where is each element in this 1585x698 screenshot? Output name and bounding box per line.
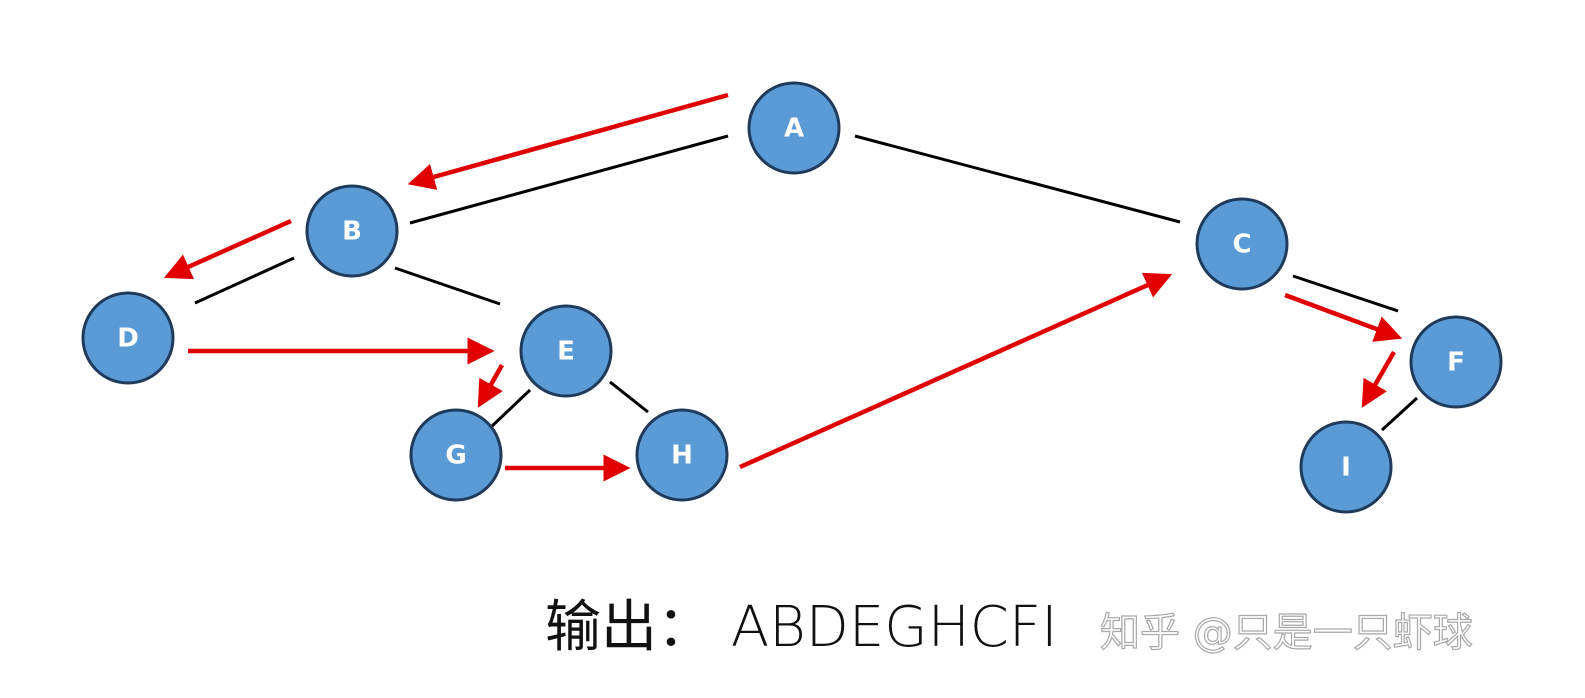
- node-h: H: [635, 408, 729, 502]
- output-prefix: 输出：: [545, 595, 713, 660]
- node-e-label: E: [557, 337, 575, 367]
- node-c-circle: [1195, 197, 1289, 291]
- node-i-circle: [1299, 420, 1393, 514]
- node-e: E: [519, 304, 613, 398]
- output-line: 输出： ABDEGHCFI: [545, 582, 1058, 663]
- node-e-circle: [519, 304, 613, 398]
- arrow-c-to-f: [1284, 292, 1403, 342]
- output-sequence: ABDEGHCFI: [730, 595, 1058, 660]
- node-d-label: D: [117, 324, 139, 354]
- edge-b-d: [194, 256, 295, 305]
- node-c: C: [1195, 197, 1289, 291]
- edge-e-h: [609, 380, 649, 414]
- tree-nodes: A B C D E F G H I: [81, 81, 1503, 514]
- node-h-label: H: [671, 441, 693, 471]
- node-a: A: [747, 81, 841, 175]
- edge-b-e: [394, 266, 501, 306]
- node-f-circle: [1409, 315, 1503, 409]
- node-f-label: F: [1447, 348, 1465, 378]
- node-b-circle: [305, 184, 399, 278]
- edge-c-f: [1292, 274, 1399, 313]
- arrow-f-to-i: [1361, 350, 1396, 408]
- arrow-e-to-g: [477, 363, 504, 408]
- node-a-label: A: [784, 114, 804, 144]
- node-b: B: [305, 184, 399, 278]
- node-i-label: I: [1341, 453, 1351, 483]
- tree-edges: [194, 134, 1419, 432]
- node-g-label: G: [445, 441, 466, 471]
- node-c-label: C: [1232, 230, 1251, 260]
- node-d-circle: [81, 291, 175, 385]
- node-h-circle: [635, 408, 729, 502]
- arrow-h-to-c: [739, 272, 1173, 470]
- node-g: G: [409, 408, 503, 502]
- edge-a-b: [409, 134, 729, 225]
- edge-e-g: [488, 388, 532, 430]
- traversal-arrows: [163, 92, 1403, 482]
- node-i: I: [1299, 420, 1393, 514]
- edge-a-c: [854, 134, 1181, 224]
- node-b-label: B: [342, 217, 362, 247]
- arrow-a-to-b: [407, 92, 729, 190]
- node-g-circle: [409, 408, 503, 502]
- node-f: F: [1409, 315, 1503, 409]
- node-d: D: [81, 291, 175, 385]
- edge-f-i: [1380, 396, 1419, 432]
- watermark: 知乎 @只是一只虾球: [1099, 609, 1473, 656]
- node-a-circle: [747, 81, 841, 175]
- arrow-b-to-d: [163, 218, 292, 280]
